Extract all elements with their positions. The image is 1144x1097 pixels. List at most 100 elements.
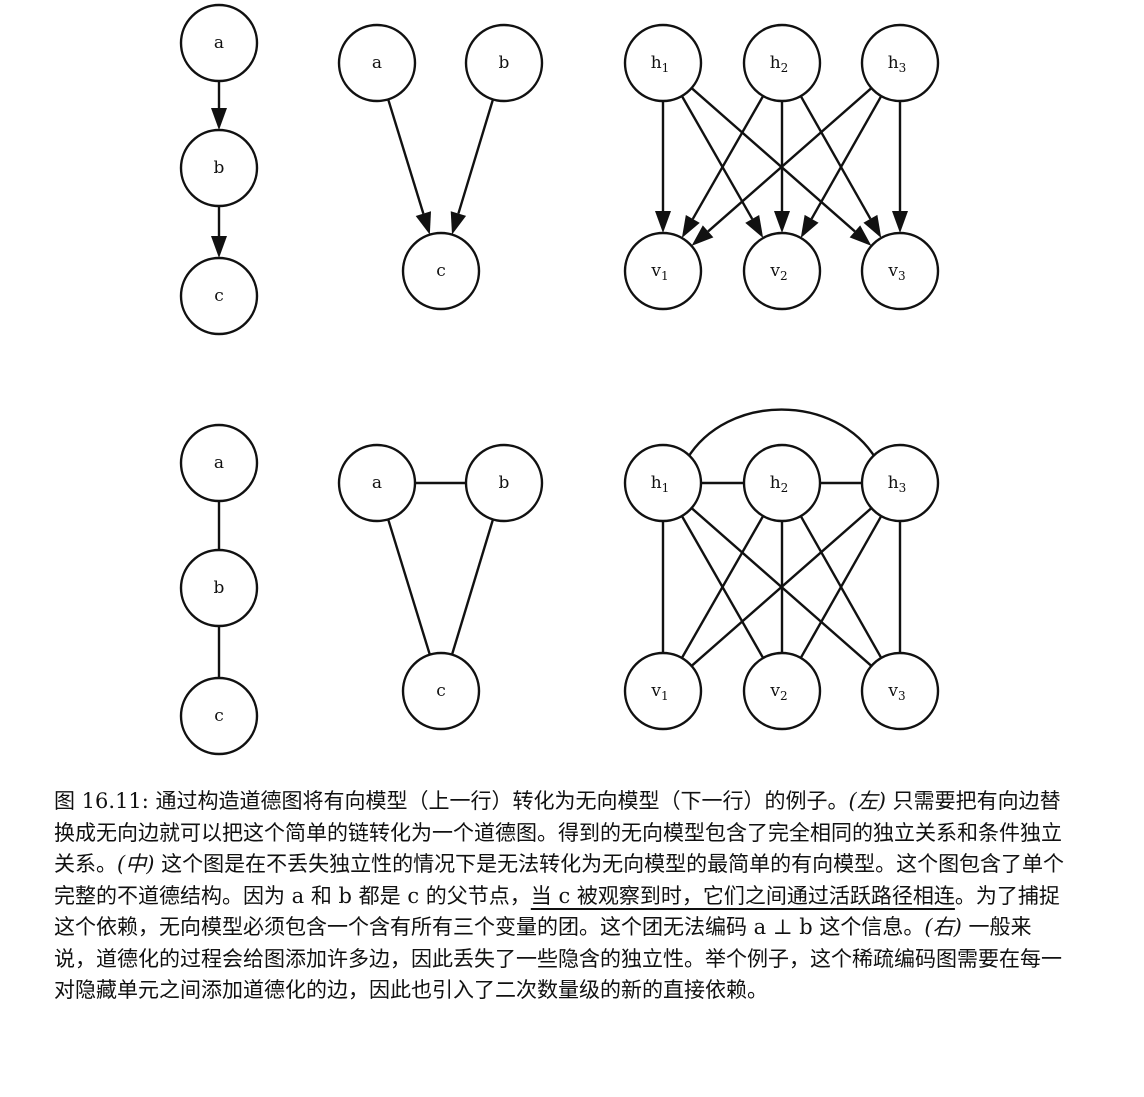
node-label-subscript: 2 (780, 269, 788, 283)
edge-h3-v3-arrowhead (892, 211, 908, 233)
edge-b-c-arrowhead (211, 236, 227, 258)
edge-h1-v3 (690, 87, 856, 233)
node-label-subscript: 1 (661, 689, 669, 703)
node-label-subscript: 1 (662, 61, 670, 75)
node-label-main: b (214, 158, 225, 178)
edge-h3-v2 (810, 95, 883, 220)
graph-top-middle (387, 98, 495, 235)
edge-b-c-arrowhead (450, 211, 467, 235)
node-h1: h1 (623, 23, 703, 103)
edge-a-c-arrowhead (415, 211, 432, 235)
node-label-subscript: 2 (780, 689, 788, 703)
node-h3: h3 (860, 23, 940, 103)
node-h2: h2 (742, 23, 822, 103)
node-label: h3 (888, 53, 907, 75)
node-label: c (214, 286, 224, 306)
node-label: b (214, 578, 225, 598)
node-circle (742, 443, 822, 523)
node-label-main: h (651, 53, 662, 73)
node-label-main: b (499, 473, 510, 493)
caption-middle-tag: (中) (117, 852, 155, 876)
edges-layer (211, 81, 908, 678)
node-label-main: h (770, 53, 781, 73)
node-v1: v1 (623, 651, 703, 731)
edge-h2-v1-arrowhead (681, 214, 700, 239)
node-circle (179, 256, 259, 336)
node-c: c (179, 256, 259, 336)
edge-h1-v2 (680, 95, 754, 220)
node-label-main: v (769, 681, 780, 701)
node-circle (860, 23, 940, 103)
node-label-main: a (372, 53, 382, 73)
node-label: c (214, 706, 224, 726)
node-label-main: h (888, 473, 899, 493)
node-label-main: v (887, 681, 898, 701)
node-label-main: c (436, 261, 446, 281)
node-label-subscript: 3 (899, 61, 907, 75)
node-label-subscript: 1 (662, 481, 670, 495)
node-v3: v3 (860, 231, 940, 311)
node-v1: v1 (623, 231, 703, 311)
node-circle (464, 23, 544, 103)
node-label: v1 (650, 261, 668, 283)
node-a: a (337, 23, 417, 103)
node-label: h2 (770, 53, 789, 75)
node-label-subscript: 3 (898, 269, 906, 283)
node-circle (860, 231, 940, 311)
node-b: b (179, 128, 259, 208)
node-circle (742, 23, 822, 103)
caption-prefix: 图 16.11: 通过构造道德图将有向模型（上一行）转化为无向模型（下一行）的例… (54, 789, 849, 813)
node-circle (742, 231, 822, 311)
caption-left-text: 只需要把有向边替换成无向边就可以把这个简单的链转化为一个道德图。得到的无向模型包… (54, 789, 1062, 876)
caption-left-tag: (左) (848, 789, 886, 813)
node-label: a (372, 473, 382, 493)
nodes-top-middle: a b c (337, 23, 544, 311)
edge-h2-v2-arrowhead (774, 211, 790, 233)
edge-h3-v1-arrowhead (691, 225, 714, 246)
node-circle (742, 651, 822, 731)
node-label: a (372, 53, 382, 73)
node-circle (401, 651, 481, 731)
edge-h2-v3-arrowhead (863, 214, 882, 238)
graph-top-left (211, 81, 227, 258)
node-label-subscript: 1 (661, 269, 669, 283)
edge-b-c (450, 519, 495, 655)
node-label-main: v (650, 261, 661, 281)
node-label-subscript: 2 (781, 481, 789, 495)
node-h1: h1 (623, 443, 703, 523)
edge-h1-h3 (685, 408, 878, 460)
node-label: c (436, 681, 446, 701)
node-label-main: h (651, 473, 662, 493)
node-label-main: c (214, 706, 224, 726)
node-label-main: h (770, 473, 781, 493)
edge-h2-v1 (680, 515, 765, 659)
node-h2: h2 (742, 443, 822, 523)
node-circle (623, 231, 703, 311)
node-circle (179, 128, 259, 208)
node-v3: v3 (860, 651, 940, 731)
node-c: c (401, 651, 481, 731)
edge-b-c (457, 99, 495, 214)
node-label: v2 (769, 261, 787, 283)
nodes-bottom-middle: a b c (337, 443, 544, 731)
node-c: c (401, 231, 481, 311)
node-b: b (464, 23, 544, 103)
node-a: a (337, 443, 417, 523)
figure-caption: 图 16.11: 通过构造道德图将有向模型（上一行）转化为无向模型（下一行）的例… (54, 786, 1070, 1007)
edge-h3-v1 (707, 87, 873, 233)
edge-h3-v2 (799, 515, 883, 659)
edge-h3-v2-arrowhead (800, 214, 819, 238)
edge-a-b-arrowhead (211, 108, 227, 130)
node-label: b (214, 158, 225, 178)
graph-bottom-right (661, 408, 902, 667)
edge-h2-v3 (799, 95, 872, 220)
node-label-main: a (214, 33, 224, 53)
node-label: a (214, 453, 224, 473)
node-circle (623, 651, 703, 731)
node-v2: v2 (742, 231, 822, 311)
node-label: h3 (888, 473, 907, 495)
caption-right-text: 一般来说，道德化的过程会给图添加许多边，因此丢失了一些隐含的独立性。举个例子，这… (54, 915, 1062, 1002)
